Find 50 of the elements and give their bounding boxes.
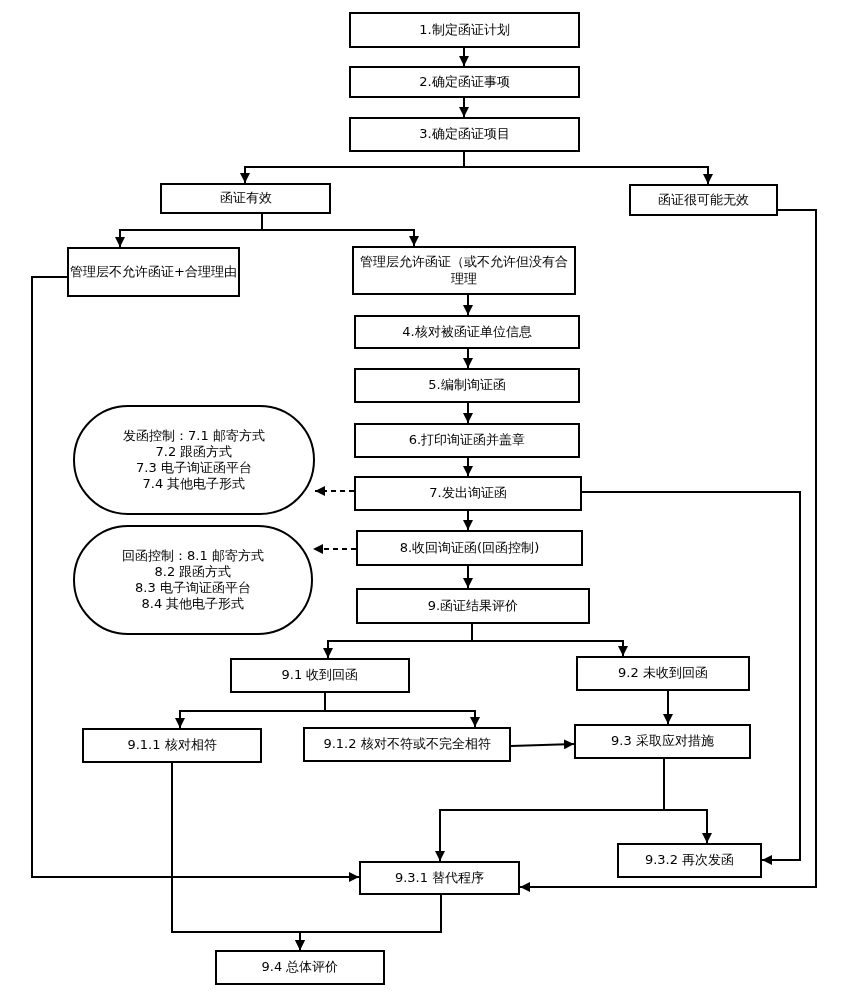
process-box: 函证有效: [160, 183, 331, 214]
list-item: 7.2 跟函方式: [155, 443, 233, 460]
arrow: [463, 402, 473, 424]
list-item: 7.4 其他电子形式: [142, 476, 246, 493]
list-item: 7.3 电子询证函平台: [136, 460, 252, 477]
arrow: [663, 758, 712, 844]
arrow: [510, 739, 575, 750]
process-box: 2.确定函证事项: [349, 66, 580, 98]
arrow: [261, 213, 419, 247]
process-box: 9.4 总体评价: [215, 950, 385, 985]
process-box: 6.打印询证函并盖章: [354, 423, 580, 458]
process-box: 8.收回询证函(回函控制): [356, 530, 583, 566]
arrow: [459, 47, 469, 67]
process-box: 9.1.2 核对不符或不完全相符: [303, 727, 511, 762]
arrow: [463, 151, 713, 185]
process-box: 9.3.2 再次发函: [617, 843, 762, 878]
arrow: [463, 565, 473, 589]
arrow: [471, 623, 628, 657]
arrow: [295, 894, 442, 951]
process-box: 管理层不允许函证+合理理由: [67, 247, 240, 297]
list-item: 8.4 其他电子形式: [141, 596, 245, 613]
arrow: [463, 510, 473, 531]
process-box: 3.确定函证项目: [349, 117, 580, 152]
process-box: 9.3.1 替代程序: [359, 861, 520, 895]
process-box: 管理层允许函证（或不允许但没有合理理: [352, 246, 576, 295]
arrow: [312, 544, 357, 554]
list-item: 8.2 跟函方式: [154, 563, 232, 580]
process-box: 9.2 未收到回函: [576, 656, 750, 691]
arrow: [663, 690, 673, 725]
arrow: [519, 209, 817, 892]
process-box: 4.核对被函证单位信息: [354, 315, 580, 349]
arrow: [31, 276, 360, 882]
arrow: [463, 457, 473, 477]
process-box: 9.1.1 核对相符: [82, 728, 262, 763]
process-box: 1.制定函证计划: [349, 12, 580, 48]
arrow: [324, 692, 480, 728]
arrow: [314, 486, 355, 496]
process-box: 5.编制询证函: [354, 368, 580, 403]
list-item: 回函控制：8.1 邮寄方式: [122, 547, 264, 564]
arrow: [459, 97, 469, 118]
process-box: 9.1 收到回函: [230, 658, 410, 693]
process-box: 7.发出询证函: [354, 476, 582, 511]
process-box: 9.3 采取应对措施: [574, 724, 751, 759]
arrow: [581, 491, 801, 865]
list-item: 发函控制：7.1 邮寄方式: [123, 427, 265, 444]
process-box: 9.函证结果评价: [356, 588, 590, 624]
arrow: [463, 294, 473, 316]
process-box: 函证很可能无效: [629, 184, 778, 216]
arrow: [463, 348, 473, 369]
list-item: 8.3 电子询证函平台: [135, 580, 251, 597]
